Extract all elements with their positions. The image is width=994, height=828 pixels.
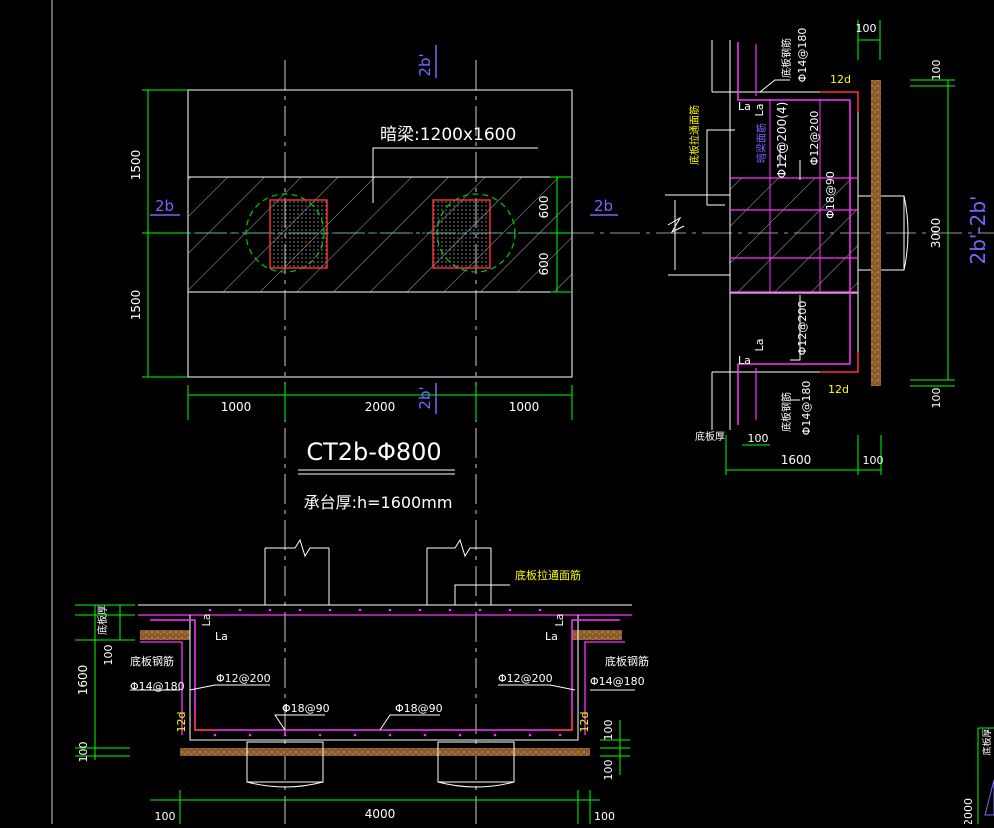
right-dim-100-left: 100	[748, 432, 769, 445]
plan-title: CT2b-Φ800	[306, 438, 441, 466]
bottom-dim-100-right: 100	[594, 810, 615, 823]
bottom-dim-100-c: 100	[602, 720, 615, 741]
hidden-beam-band	[187, 176, 573, 293]
bottom-dim-100-b: 100	[77, 742, 90, 763]
bottom-la-left-2: La	[200, 614, 213, 627]
right-stirrup: Φ12@200(4)	[775, 102, 789, 179]
beam-label: 暗梁:1200x1600	[380, 125, 516, 145]
right-la-2: La	[753, 104, 766, 117]
right-la-1: La	[738, 100, 751, 113]
bottom-side-right: Φ12@200	[498, 672, 553, 685]
right-anchor-top: 12d	[830, 73, 851, 86]
bottom-left-rebar: Φ14@180	[130, 680, 185, 693]
right-section-title: 2b'-2b'	[966, 195, 990, 264]
right-top-note: 底板钢筋	[780, 38, 793, 78]
section-tag-bottom: 2b'	[416, 386, 434, 409]
bottom-side-left: Φ12@200	[216, 672, 271, 685]
column-right	[432, 199, 491, 269]
corner-dim-2000: 2000	[962, 798, 975, 824]
bottom-anchor-left: 12d	[175, 712, 188, 733]
bottom-bottom-left: Φ18@90	[282, 702, 330, 715]
dim-bottom-2: 2000	[365, 400, 396, 414]
section-tag-top: 2b'	[416, 53, 434, 76]
right-dim-100-bottom: 100	[930, 388, 943, 409]
bottom-dim-100-d: 100	[602, 760, 615, 781]
column-left	[269, 199, 328, 269]
dim-right-top: 600	[537, 196, 551, 219]
right-bottom-note: 底板钢筋	[780, 392, 793, 432]
section-tag-right: 2b	[594, 197, 613, 215]
bottom-slab-rebar-left: 底板钢筋	[130, 654, 174, 668]
right-bottom-rebar: Φ14@180	[800, 381, 813, 436]
right-vertical-note: 暗梁面筋	[755, 123, 768, 163]
bottom-right-rebar: Φ14@180	[590, 675, 645, 688]
bottom-dim-100-left: 100	[155, 810, 176, 823]
section-right: Φ14@180 底板钢筋 底板拉通面筋 暗梁面筋 Φ12@200(4) Φ12@…	[665, 20, 990, 475]
right-slab-thk: 底板厚	[695, 430, 725, 443]
dim-left-top: 1500	[129, 150, 143, 181]
right-dim-100-top: 100	[930, 60, 943, 81]
right-anchor-bottom: 12d	[828, 383, 849, 396]
corner-edge-label: 底板厚	[981, 728, 993, 755]
bottom-dim-1600: 1600	[76, 665, 90, 696]
right-side-note: 底板拉通面筋	[688, 105, 701, 165]
bottom-note-top: 底板拉通面筋	[515, 568, 581, 582]
bottom-bottom-right: Φ18@90	[395, 702, 443, 715]
bottom-la-left: La	[215, 630, 228, 643]
bottom-slab-rebar-right: 底板钢筋	[605, 654, 649, 668]
dim-right-bottom: 600	[537, 253, 551, 276]
plan-view: 暗梁:1200x1600 1500 1500 600 600 1000 2000…	[129, 45, 618, 512]
right-la-4: La	[753, 339, 766, 352]
right-dim-100-topcap: 100	[856, 22, 877, 35]
bottom-dim-4000: 4000	[365, 807, 396, 821]
right-la-3: La	[738, 354, 751, 367]
right-top-rebar: Φ14@180	[796, 28, 809, 83]
right-pile-bar: Φ18@90	[824, 171, 837, 219]
dim-bottom-1: 1000	[221, 400, 252, 414]
right-side-bar-bottom: Φ12@200	[796, 301, 809, 356]
bottom-slab-thk: 底板厚	[96, 605, 109, 635]
right-side-bar-top: Φ12@200	[808, 111, 821, 166]
section-tag-left: 2b	[155, 197, 174, 215]
bottom-anchor-right: 12d	[578, 712, 591, 733]
right-dim-3000: 3000	[929, 218, 943, 249]
section-bottom: 底板拉通面筋 底板厚 La La La La 底板钢筋 底板钢筋 Φ14@180…	[75, 538, 649, 824]
bottom-la-right: La	[545, 630, 558, 643]
right-dim-100-right: 100	[863, 454, 884, 467]
bottom-dim-100-a: 100	[102, 645, 115, 666]
right-dim-1600: 1600	[781, 453, 812, 467]
plan-subtitle: 承台厚:h=1600mm	[304, 493, 453, 512]
corner-fragment: 2000 底板厚	[962, 727, 994, 826]
dim-bottom-3: 1000	[509, 400, 540, 414]
dim-left-bottom: 1500	[129, 290, 143, 321]
bottom-la-right-2: La	[553, 614, 566, 627]
